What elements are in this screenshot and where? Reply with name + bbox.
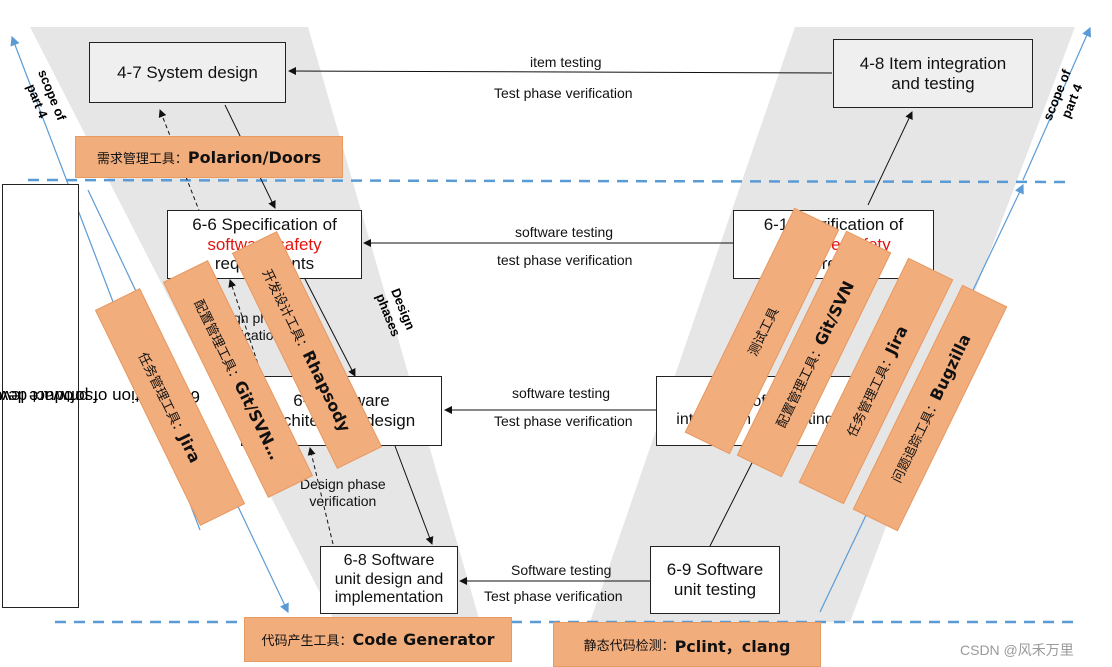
tool-requirements-management: 需求管理工具：Polarion/Doors (75, 136, 343, 178)
software-testing-label-3: Software testing (511, 562, 612, 578)
test-phase-verification-label-2: Test phase verification (494, 413, 633, 429)
watermark: CSDN @风禾万里 (960, 642, 1074, 658)
tool-code-generator: 代码产生工具：Code Generator (244, 617, 512, 662)
item-testing-label: item testing (530, 54, 602, 70)
side-text-line2: software level (0, 386, 93, 406)
test-phase-verification-label-1: test phase verification (497, 252, 633, 268)
right-up-arrow-upper (1022, 26, 1092, 181)
arrow-611-to-48 (867, 111, 913, 206)
dashed-arrow-68-to-67 (307, 447, 334, 545)
arrow-69-to-610 (709, 446, 761, 547)
software-testing-label-1: software testing (515, 224, 614, 240)
box-4-7-system-design: 4-7 System design (89, 42, 286, 103)
test-phase-verification-label-3: Test phase verification (484, 588, 623, 604)
arrow-48-to-47 (288, 67, 833, 76)
arrow-67-to-68 (394, 445, 434, 545)
test-phase-verification-top-label: Test phase verification (494, 85, 633, 101)
dashed-arrow-66-to-47 (158, 109, 201, 214)
scope-line-upper (27, 178, 1069, 184)
software-testing-label-2: software testing (512, 385, 611, 401)
product-development-initiation-box: 6-5 initation of product development at … (0, 184, 199, 608)
arrow-66-to-67 (304, 278, 356, 377)
tool-static-code-check: 静态代码检测：Pclint，clang (553, 622, 821, 667)
